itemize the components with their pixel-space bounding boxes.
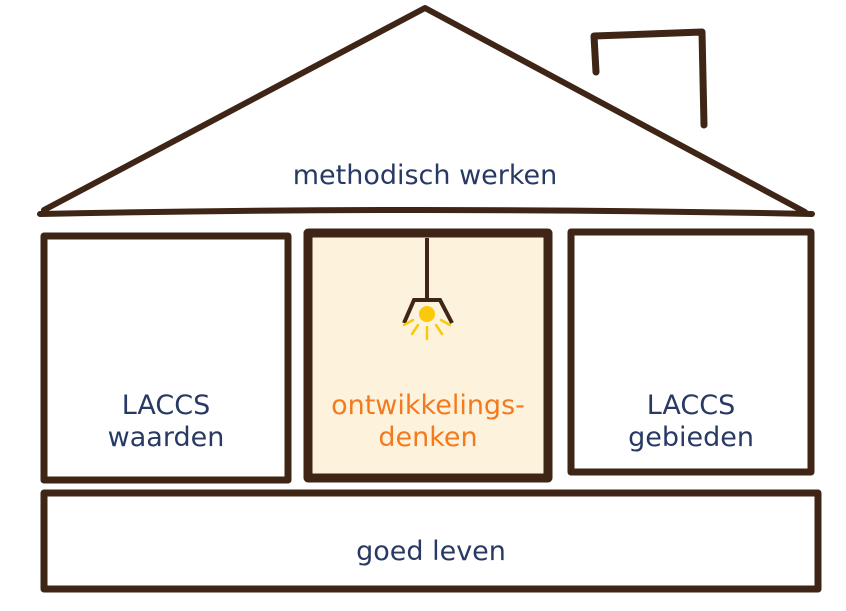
pillar-left-line1: LACCS xyxy=(121,390,211,421)
pillar-right-line2: gebieden xyxy=(628,422,754,453)
foundation xyxy=(40,489,822,593)
pillar-left-line2: waarden xyxy=(107,422,225,453)
roof-label: methodisch werken xyxy=(292,160,558,191)
pillar-right-line1: LACCS xyxy=(646,390,736,421)
pillar-right xyxy=(567,228,815,476)
chimney xyxy=(590,28,708,129)
roof-base xyxy=(37,207,815,217)
pillar-middle-line2: denken xyxy=(378,422,478,453)
roof xyxy=(41,5,808,215)
lamp-icon xyxy=(402,238,454,341)
pillar-middle-line1: ontwikkelings- xyxy=(331,390,525,421)
pillar-left-label: LACCS waarden xyxy=(44,390,288,454)
pillar-middle-label: ontwikkelings- denken xyxy=(300,390,556,454)
pillar-right-label: LACCS gebieden xyxy=(571,390,811,454)
foundation-label: goed leven xyxy=(356,536,506,567)
pillar-left xyxy=(40,232,292,484)
